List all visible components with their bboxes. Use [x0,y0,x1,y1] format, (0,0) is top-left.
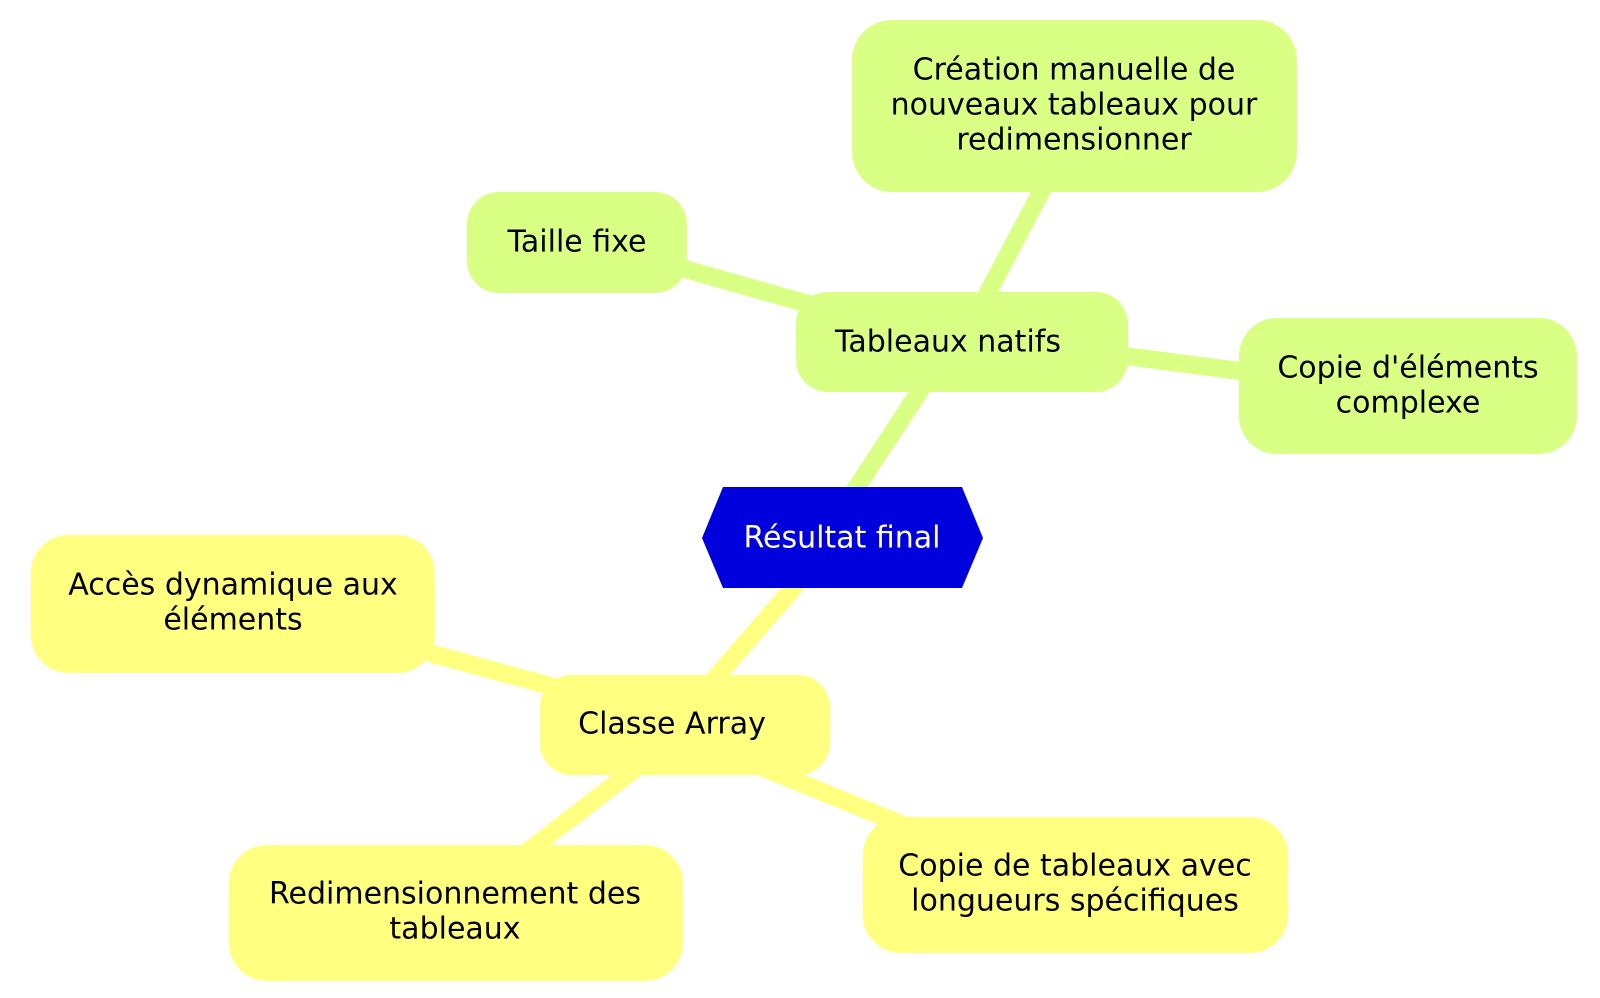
leaf-node-copie-complexe[interactable]: Copie d'éléments complexe [1239,318,1577,454]
leaf-node-creation-manuelle-line-1: Création manuelle de [913,53,1236,88]
branch-node-classe-array-label: Classe Array [578,707,766,742]
leaf-node-copie-longueurs[interactable]: Copie de tableaux avec longueurs spécifi… [863,817,1288,953]
root-node[interactable]: Résultat final [702,487,983,588]
leaf-node-creation-manuelle-line-2: nouveaux tableaux pour [891,88,1258,123]
leaf-node-copie-complexe-line-2: complexe [1336,386,1481,421]
leaf-node-acces-dynamique[interactable]: Accès dynamique aux éléments [31,535,435,673]
nodes-layer: Résultat final Tableaux natifs Taille fi… [31,20,1577,981]
leaf-node-creation-manuelle-line-3: redimensionner [956,123,1192,158]
leaf-node-copie-longueurs-line-2: longueurs spécifiques [911,884,1239,919]
leaf-node-acces-dynamique-line-2: éléments [163,603,302,638]
leaf-node-redimensionnement-line-2: tableaux [389,912,520,947]
leaf-node-copie-complexe-shape [1239,318,1577,454]
leaf-node-copie-complexe-line-1: Copie d'éléments [1277,351,1538,386]
edge-root-classe-array [696,571,809,699]
leaf-node-creation-manuelle-shape [852,20,1297,192]
branch-node-tableaux-natifs[interactable]: Tableaux natifs [796,292,1128,392]
branch-node-tableaux-natifs-label: Tableaux natifs [834,325,1061,360]
leaf-node-taille-fixe-label: Taille fixe [507,225,647,260]
leaf-node-creation-manuelle[interactable]: Création manuelle de nouveaux tableaux p… [852,20,1297,192]
branch-node-classe-array-shape [540,675,830,775]
leaf-node-redimensionnement[interactable]: Redimensionnement des tableaux [229,845,683,981]
leaf-node-redimensionnement-shape [229,845,683,981]
leaf-node-copie-longueurs-shape [863,817,1288,953]
root-node-shape [702,487,983,588]
branch-node-classe-array[interactable]: Classe Array [540,675,830,775]
branch-node-tableaux-natifs-shape [796,292,1128,392]
leaf-node-taille-fixe-shape [467,192,687,293]
leaf-node-redimensionnement-line-1: Redimensionnement des [269,877,641,912]
leaf-node-acces-dynamique-line-1: Accès dynamique aux [68,568,398,603]
leaf-node-acces-dynamique-shape [31,535,435,673]
leaf-node-copie-longueurs-line-1: Copie de tableaux avec [898,849,1251,884]
leaf-node-taille-fixe[interactable]: Taille fixe [467,192,687,293]
root-node-label: Résultat final [743,521,940,556]
